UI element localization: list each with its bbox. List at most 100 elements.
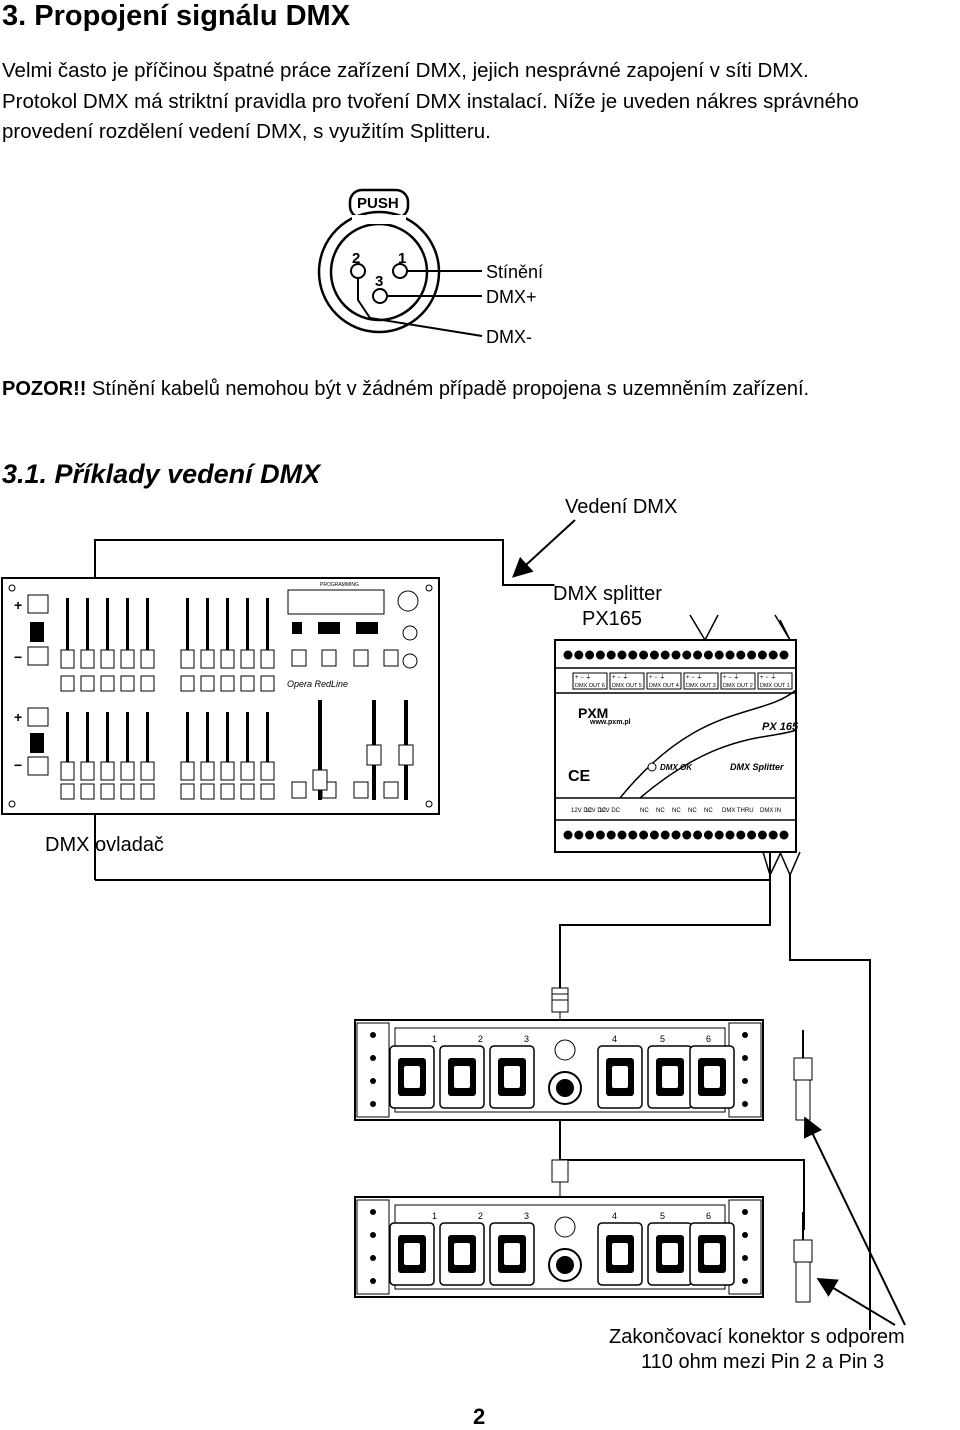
socket-hole: [454, 1243, 470, 1265]
intro-line: Protokol DMX má striktní pravidla pro tv…: [2, 89, 859, 113]
channel-number: 3: [524, 1211, 529, 1221]
flash-button: [220, 783, 235, 800]
flash-button: [200, 783, 215, 800]
fader-knob: [220, 649, 235, 669]
intro-paragraph: Velmi často je příčinou špatné práce zař…: [2, 56, 960, 148]
splitter-ok: DMX OK: [660, 763, 693, 772]
splitter-name: DMX Splitter: [730, 762, 784, 772]
flash-button: [140, 675, 155, 692]
terminal-polarity: + − ⏚: [760, 674, 776, 681]
terminal-label-box: [609, 672, 645, 690]
terminal-label: NC: [704, 808, 713, 814]
flash-button: [260, 675, 275, 692]
terminal-screw: [714, 830, 724, 840]
rack-hole: [370, 1278, 376, 1284]
splitter-title-line1: DMX splitter: [553, 583, 662, 605]
socket-hole: [612, 1243, 628, 1265]
rack-hole: [742, 1278, 748, 1284]
terminal-screw: [757, 830, 767, 840]
terminal-label: 12V DC: [571, 808, 593, 814]
terminal-screw: [628, 650, 638, 660]
page-title: 3. Propojení signálu DMX: [2, 0, 351, 32]
fader-track: [266, 712, 269, 772]
function-button: [353, 649, 369, 667]
fader-track: [206, 598, 209, 658]
splitter-web: www.pxm.pl: [589, 719, 631, 726]
terminal-screw: [574, 650, 584, 660]
terminal-screw: [617, 650, 627, 660]
flash-button: [200, 675, 215, 692]
fader-track: [66, 712, 69, 772]
flash-button: [240, 783, 255, 800]
flash-button: [260, 783, 275, 800]
power-inlet-core: [556, 1256, 574, 1274]
function-button: [291, 649, 307, 667]
flash-button: [120, 783, 135, 800]
fader-knob: [200, 761, 215, 781]
terminal-screw: [574, 830, 584, 840]
channel-number: 4: [612, 1211, 617, 1221]
function-button: [353, 781, 369, 799]
terminal-label: DMX OUT 3: [686, 683, 716, 689]
terminator-label-line1: Zakončovací konektor s odporem: [609, 1326, 905, 1348]
pin-label-dmx-plus: DMX+: [486, 287, 537, 307]
intro-line: provedení rozdělení vedení DMX, s využit…: [2, 120, 491, 143]
terminal-label-box: [683, 672, 719, 690]
rack-hole: [370, 1078, 376, 1084]
rack-hole: [370, 1255, 376, 1261]
function-button: [291, 781, 307, 799]
terminal-screw: [649, 650, 659, 660]
rack-hole: [742, 1255, 748, 1261]
xlr-socket: [554, 1039, 576, 1061]
terminal-screw: [768, 830, 778, 840]
terminal-screw: [682, 650, 692, 660]
controller-label: DMX ovladač: [45, 834, 164, 856]
fader-knob: [60, 649, 75, 669]
controller-brand-text: Opera RedLine: [287, 679, 348, 689]
terminal-screw: [660, 830, 670, 840]
pin-label-dmx-minus: DMX-: [486, 327, 532, 347]
terminal-screw: [671, 650, 681, 660]
flash-button: [100, 675, 115, 692]
terminal-screw: [628, 830, 638, 840]
fader-track: [86, 712, 89, 772]
section-heading: 3.1. Příklady vedení DMX: [2, 459, 321, 489]
xlr-socket: [554, 1216, 576, 1238]
svg-text:−: −: [14, 757, 22, 773]
warning-text: POZOR!! Stínění kabelů nemohou být v žád…: [2, 378, 809, 401]
pin-number: 2: [352, 250, 361, 267]
terminal-screw: [725, 650, 735, 660]
fader-track: [106, 598, 109, 658]
flash-button: [140, 783, 155, 800]
fader-track: [66, 598, 69, 658]
terminal-screw: [671, 830, 681, 840]
terminal-label-box: [572, 672, 608, 690]
terminal-label: 12V DC: [599, 808, 621, 814]
terminal-label: DMX IN: [760, 808, 781, 814]
controller-header-text: PROGRAMMING: [320, 582, 359, 588]
terminal-screw: [725, 830, 735, 840]
terminal-label: NC: [672, 808, 681, 814]
fader-knob: [100, 761, 115, 781]
channel-number: 6: [706, 1211, 711, 1221]
fader-knob: [100, 649, 115, 669]
terminal-polarity: + − ⏚: [612, 674, 628, 681]
socket-hole: [404, 1243, 420, 1265]
splitter-model: PX 165: [762, 721, 799, 733]
fader-knob: [80, 761, 95, 781]
terminal-label: DMX THRU: [722, 808, 754, 814]
fader-knob: [180, 649, 195, 669]
channel-number: 2: [478, 1211, 483, 1221]
flash-button: [240, 675, 255, 692]
socket-hole: [662, 1243, 678, 1265]
flash-button: [120, 675, 135, 692]
channel-number: 3: [524, 1034, 529, 1044]
flash-button: [220, 675, 235, 692]
terminal-label: NC: [688, 808, 697, 814]
intro-line: Velmi často je příčinou špatné práce zař…: [2, 59, 809, 82]
terminal-label: DMX OUT 4: [649, 683, 679, 689]
terminal-screw: [714, 650, 724, 660]
function-button: [383, 649, 399, 667]
pin-number: 3: [375, 273, 384, 290]
